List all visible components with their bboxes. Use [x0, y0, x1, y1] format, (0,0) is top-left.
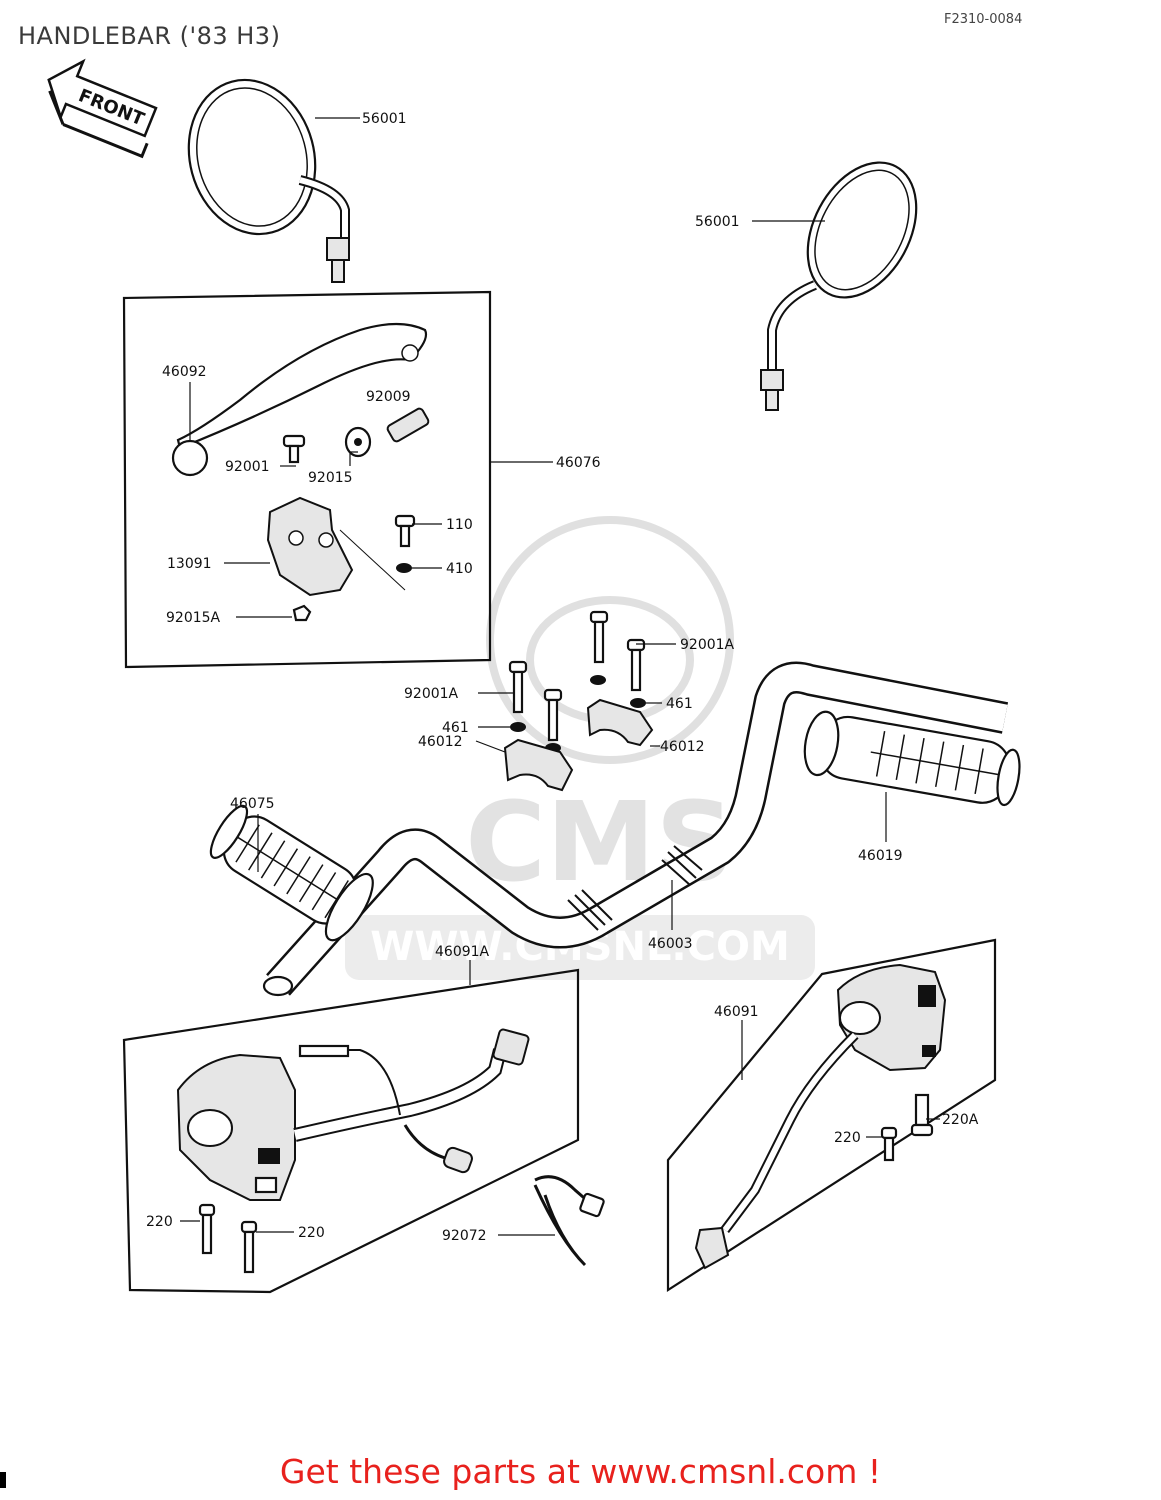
corner-mark	[0, 1472, 6, 1488]
label-holder: 13091	[167, 556, 212, 572]
washer-410	[396, 563, 412, 573]
clutch-lever	[171, 322, 428, 477]
front-arrow-icon: FRONT	[47, 58, 158, 159]
label-bolt-110: 110	[446, 517, 473, 533]
label-nut: 92015A	[166, 610, 221, 626]
clamp-bolts	[508, 610, 646, 742]
screw-220-left-b	[240, 1220, 258, 1274]
label-screw-220a: 220A	[942, 1112, 979, 1128]
label-adjuster: 92009	[366, 389, 411, 405]
washer-461-left	[510, 722, 526, 732]
lever-assy-frame	[122, 290, 492, 669]
clamp-right	[586, 698, 654, 747]
label-handlebar: 46003	[648, 936, 693, 952]
lever-holder	[266, 496, 406, 597]
label-clamp-right: 46012	[660, 739, 705, 755]
label-washer-right: 461	[666, 696, 693, 712]
screw-220-right	[880, 1126, 898, 1162]
grip-right	[803, 710, 1021, 807]
mirror-left	[187, 78, 350, 283]
label-switch-left: 46091A	[435, 944, 490, 960]
label-pivot-bolt: 92001	[225, 459, 270, 475]
screw-220-left-a	[198, 1203, 216, 1255]
label-bolt-top-right: 92001A	[680, 637, 735, 653]
label-mirror-right: 56001	[695, 214, 740, 230]
pivot-bolt	[282, 434, 306, 464]
label-washer-92015: 92015	[308, 470, 353, 486]
right-switch-housing	[694, 963, 947, 1270]
label-screw-left-a: 220	[146, 1214, 173, 1230]
adjuster	[386, 407, 430, 443]
right-switch-frame	[666, 938, 997, 1293]
footer-link[interactable]: Get these parts at www.cmsnl.com !	[279, 1452, 882, 1491]
figure-code: F2310-0084	[944, 12, 1023, 27]
watermark: CMS WWW.CMSNL.COM	[345, 516, 815, 980]
washer-92015	[344, 426, 372, 458]
label-grip-right: 46019	[858, 848, 903, 864]
label-washer-410: 410	[446, 561, 473, 577]
label-clamp-left: 46012	[418, 734, 463, 750]
label-grip-left: 46075	[230, 796, 275, 812]
mirror-right	[760, 161, 918, 411]
label-screw-left-b: 220	[298, 1225, 325, 1241]
bolt-110	[394, 514, 416, 548]
left-switch-housing	[176, 1028, 530, 1201]
handlebar	[262, 661, 1009, 997]
washer-461-right	[630, 698, 646, 708]
watermark-brand: CMS	[465, 778, 734, 906]
screw-220a	[910, 1093, 934, 1137]
band-92072	[533, 1175, 605, 1267]
label-bolt-top-left: 92001A	[404, 686, 459, 702]
label-lever: 46092	[162, 364, 207, 380]
label-switch-right: 46091	[714, 1004, 759, 1020]
left-switch-frame	[122, 968, 580, 1294]
label-lever-assy: 46076	[556, 455, 601, 471]
clamp-left	[503, 738, 574, 792]
label-band: 92072	[442, 1228, 487, 1244]
label-mirror-left: 56001	[362, 111, 407, 127]
label-washer-left: 461	[442, 720, 469, 736]
grip-left	[209, 804, 374, 942]
label-screw-220-right: 220	[834, 1130, 861, 1146]
nut-92015a	[292, 604, 312, 622]
page-title: HANDLEBAR ('83 H3)	[18, 22, 281, 50]
